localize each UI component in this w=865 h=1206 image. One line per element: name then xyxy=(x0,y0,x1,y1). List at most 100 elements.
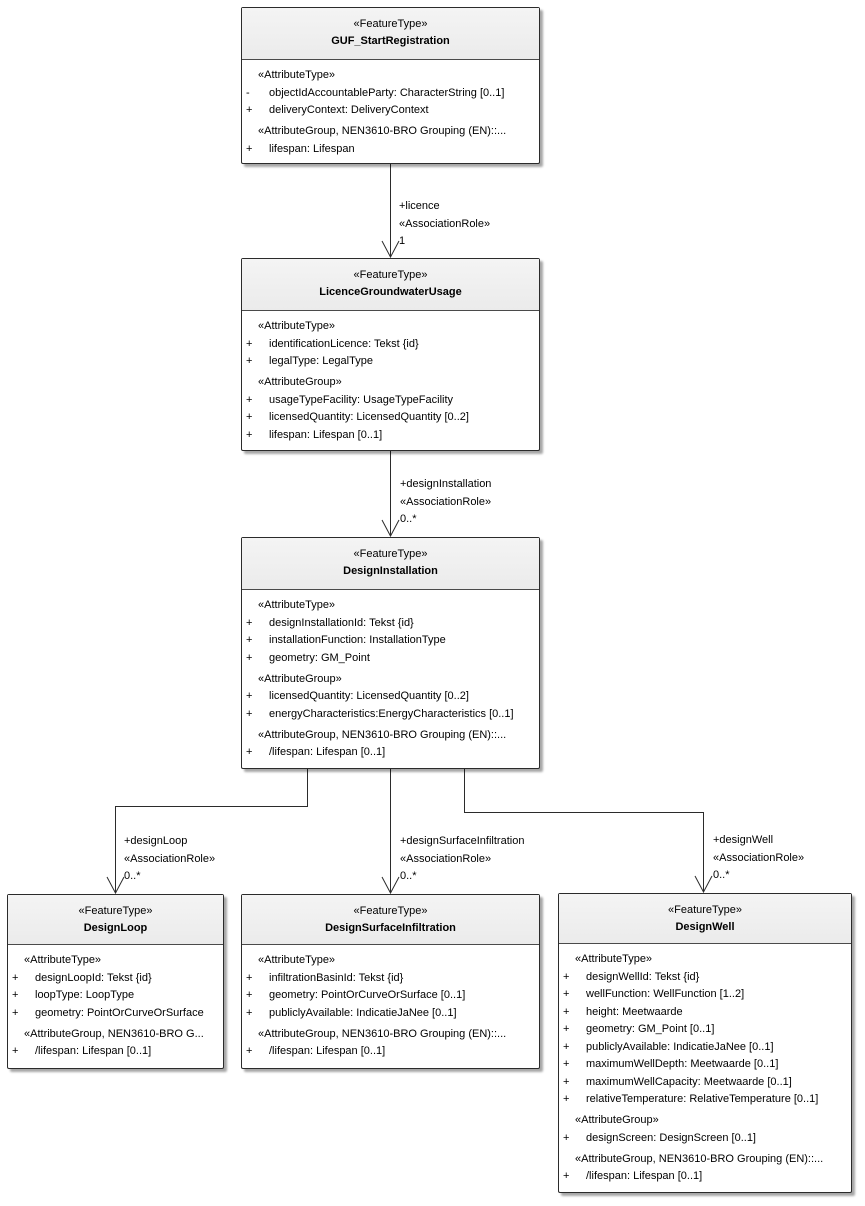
class-design-loop[interactable]: «FeatureType» DesignLoop «AttributeType»… xyxy=(7,894,224,1069)
class-header: «FeatureType» DesignLoop xyxy=(8,895,223,945)
attribute-row: + licensedQuantity: LicensedQuantity [0..… xyxy=(246,409,539,427)
attribute-text: maximumWellCapacity: Meetwaarde [0..1] xyxy=(586,1075,792,1088)
association-line-design-loop xyxy=(115,768,308,893)
attribute-group-label: «AttributeType» xyxy=(258,320,336,332)
visibility: + xyxy=(246,651,253,664)
attribute-row: + relativeTemperature: RelativeTemperatur… xyxy=(563,1091,851,1109)
class-stereotype: «FeatureType» xyxy=(668,904,742,916)
class-guf-start-registration[interactable]: «FeatureType» GUF_StartRegistration «Att… xyxy=(241,7,540,164)
class-header: «FeatureType» DesignInstallation xyxy=(242,538,539,590)
visibility: + xyxy=(563,1093,570,1106)
visibility: + xyxy=(246,428,253,441)
attribute-text: geometry: GM_Point [0..1] xyxy=(586,1023,715,1036)
attribute-text: /lifespan: Lifespan [0..1] xyxy=(269,746,386,759)
attribute-row: +geometry: GM_Point xyxy=(246,649,539,667)
attribute-row: +lifespan: Lifespan xyxy=(246,140,539,158)
class-stereotype: «FeatureType» xyxy=(353,18,428,30)
attribute-group: «AttributeType» -objectIdAccountablePart… xyxy=(242,67,539,119)
attribute-group-label: «AttributeGroup» xyxy=(258,672,342,685)
visibility: + xyxy=(246,411,253,424)
class-design-surface-infiltration[interactable]: «FeatureType» DesignSurfaceInfiltration … xyxy=(241,894,540,1069)
role-label-design-loop: +designLoop «AssociationRole» 0..* xyxy=(124,833,215,886)
attribute-group: «AttributeGroup, NEN3610-BRO Grouping (E… xyxy=(242,123,539,158)
attribute-row: + maximumWellCapacity: Meetwaarde [0..1] xyxy=(563,1073,851,1091)
class-header: «FeatureType» GUF_StartRegistration xyxy=(242,8,539,60)
association-line-design-well xyxy=(464,768,704,892)
visibility: + xyxy=(246,393,253,406)
class-licence-groundwater-usage[interactable]: «FeatureType» LicenceGroundwaterUsage «A… xyxy=(241,258,540,451)
attribute-row: +geometry: PointOrCurveOrSurface [0..1] xyxy=(246,987,539,1005)
attribute-row: +height: Meetwaarde xyxy=(563,1003,851,1021)
arrowhead-licence xyxy=(381,240,400,259)
role-label-design-installation: +designInstallation «AssociationRole» 0.… xyxy=(400,476,491,529)
role-stereotype: «AssociationRole» xyxy=(400,852,492,865)
visibility: + xyxy=(246,337,253,350)
attribute-group: «AttributeType» +identificationLicence: … xyxy=(242,318,539,370)
attribute-text: installationFunction: InstallationType xyxy=(269,634,446,647)
attribute-group-label: «AttributeType» xyxy=(258,954,336,966)
attribute-group-label: «AttributeType» xyxy=(258,69,336,81)
class-header: «FeatureType» LicenceGroundwaterUsage xyxy=(242,259,539,311)
visibility: + xyxy=(12,989,19,1002)
attribute-group-label: «AttributeGroup, NEN3610-BRO Grouping (E… xyxy=(258,1027,507,1040)
attribute-row: +/lifespan: Lifespan [0..1] xyxy=(563,1168,851,1186)
attribute-text: licensedQuantity: LicensedQuantity [0..2… xyxy=(269,411,469,424)
attribute-row: +designInstallationId: Tekst {id} xyxy=(246,614,539,632)
attribute-text: geometry: PointOrCurveOrSurface [0..1] xyxy=(269,989,466,1002)
role-name: +licence xyxy=(399,200,440,212)
attribute-text: designWellId: Tekst {id} xyxy=(586,970,700,983)
role-name: +designLoop xyxy=(124,835,188,847)
class-attributes: «AttributeType» +designWellId: Tekst {id… xyxy=(559,944,851,1185)
attribute-row: +geometry: PointOrCurveOrSurface xyxy=(12,1004,223,1022)
attribute-text: lifespan: Lifespan [0..1] xyxy=(269,428,383,441)
role-multiplicity: 0..* xyxy=(400,513,417,525)
class-name: GUF_StartRegistration xyxy=(331,35,450,47)
role-stereotype: «AssociationRole» xyxy=(713,851,805,864)
attribute-text: publiclyAvailable: IndicatieJaNee [0..1] xyxy=(269,1006,457,1019)
attribute-row: +installationFunction: InstallationType xyxy=(246,632,539,650)
class-attributes: «AttributeType» +designLoopId: Tekst {id… xyxy=(8,945,223,1060)
attribute-text: designLoopId: Tekst {id} xyxy=(35,971,152,984)
visibility: + xyxy=(12,971,19,984)
attribute-group-label: «AttributeGroup» xyxy=(575,1114,659,1126)
role-multiplicity: 0..* xyxy=(400,870,417,882)
attribute-row: +designScreen: DesignScreen [0..1] xyxy=(563,1129,851,1147)
class-name: DesignWell xyxy=(675,921,735,933)
role-multiplicity: 0..* xyxy=(713,869,730,881)
attribute-row: + designWellId: Tekst {id} xyxy=(563,968,851,986)
class-name: DesignLoop xyxy=(83,922,148,934)
class-stereotype: «FeatureType» xyxy=(353,269,428,281)
class-design-well[interactable]: «FeatureType» DesignWell «AttributeType»… xyxy=(558,893,852,1193)
attribute-row: +energyCharacteristics:EnergyCharacteris… xyxy=(246,705,539,723)
role-name: +designInstallation xyxy=(400,478,492,490)
attribute-row: + /lifespan: Lifespan [0..1] xyxy=(246,744,539,762)
class-design-installation[interactable]: «FeatureType» DesignInstallation «Attrib… xyxy=(241,537,540,769)
visibility: + xyxy=(563,1058,570,1071)
role-multiplicity: 1 xyxy=(399,235,406,247)
attribute-text: loopType: LoopType xyxy=(35,989,135,1002)
attribute-row: + designLoopId: Tekst {id} xyxy=(12,969,223,987)
attribute-group: «AttributeGroup, NEN3610-BRO G... +/life… xyxy=(8,1026,223,1061)
attribute-group-label: «AttributeGroup» xyxy=(258,376,342,388)
attribute-row: +licensedQuantity: LicensedQuantity [0..… xyxy=(246,688,539,706)
role-name: +designSurfaceInfiltration xyxy=(400,835,525,847)
visibility: + xyxy=(563,970,570,983)
visibility: + xyxy=(246,142,253,155)
visibility: + xyxy=(246,104,253,117)
attribute-text: relativeTemperature: RelativeTemperature… xyxy=(586,1093,819,1106)
attribute-text: designScreen: DesignScreen [0..1] xyxy=(586,1131,756,1144)
visibility: + xyxy=(563,988,570,1001)
attribute-text: wellFunction: WellFunction [1..2] xyxy=(586,988,745,1001)
class-attributes: «AttributeType» +infiltrationBasinId: Te… xyxy=(242,945,539,1060)
visibility: + xyxy=(246,690,253,703)
attribute-row: +usageTypeFacility: UsageTypeFacility xyxy=(246,391,539,409)
visibility: + xyxy=(563,1040,570,1053)
visibility: + xyxy=(563,1170,570,1183)
visibility: + xyxy=(563,1005,570,1018)
class-attributes: «AttributeType» -objectIdAccountablePart… xyxy=(242,60,539,158)
arrowhead-design-well xyxy=(694,875,713,894)
class-stereotype: «FeatureType» xyxy=(353,905,428,917)
visibility: + xyxy=(563,1075,570,1088)
visibility: + xyxy=(246,746,253,759)
attribute-group-label: «AttributeGroup, NEN3610-BRO Grouping (E… xyxy=(258,728,507,741)
